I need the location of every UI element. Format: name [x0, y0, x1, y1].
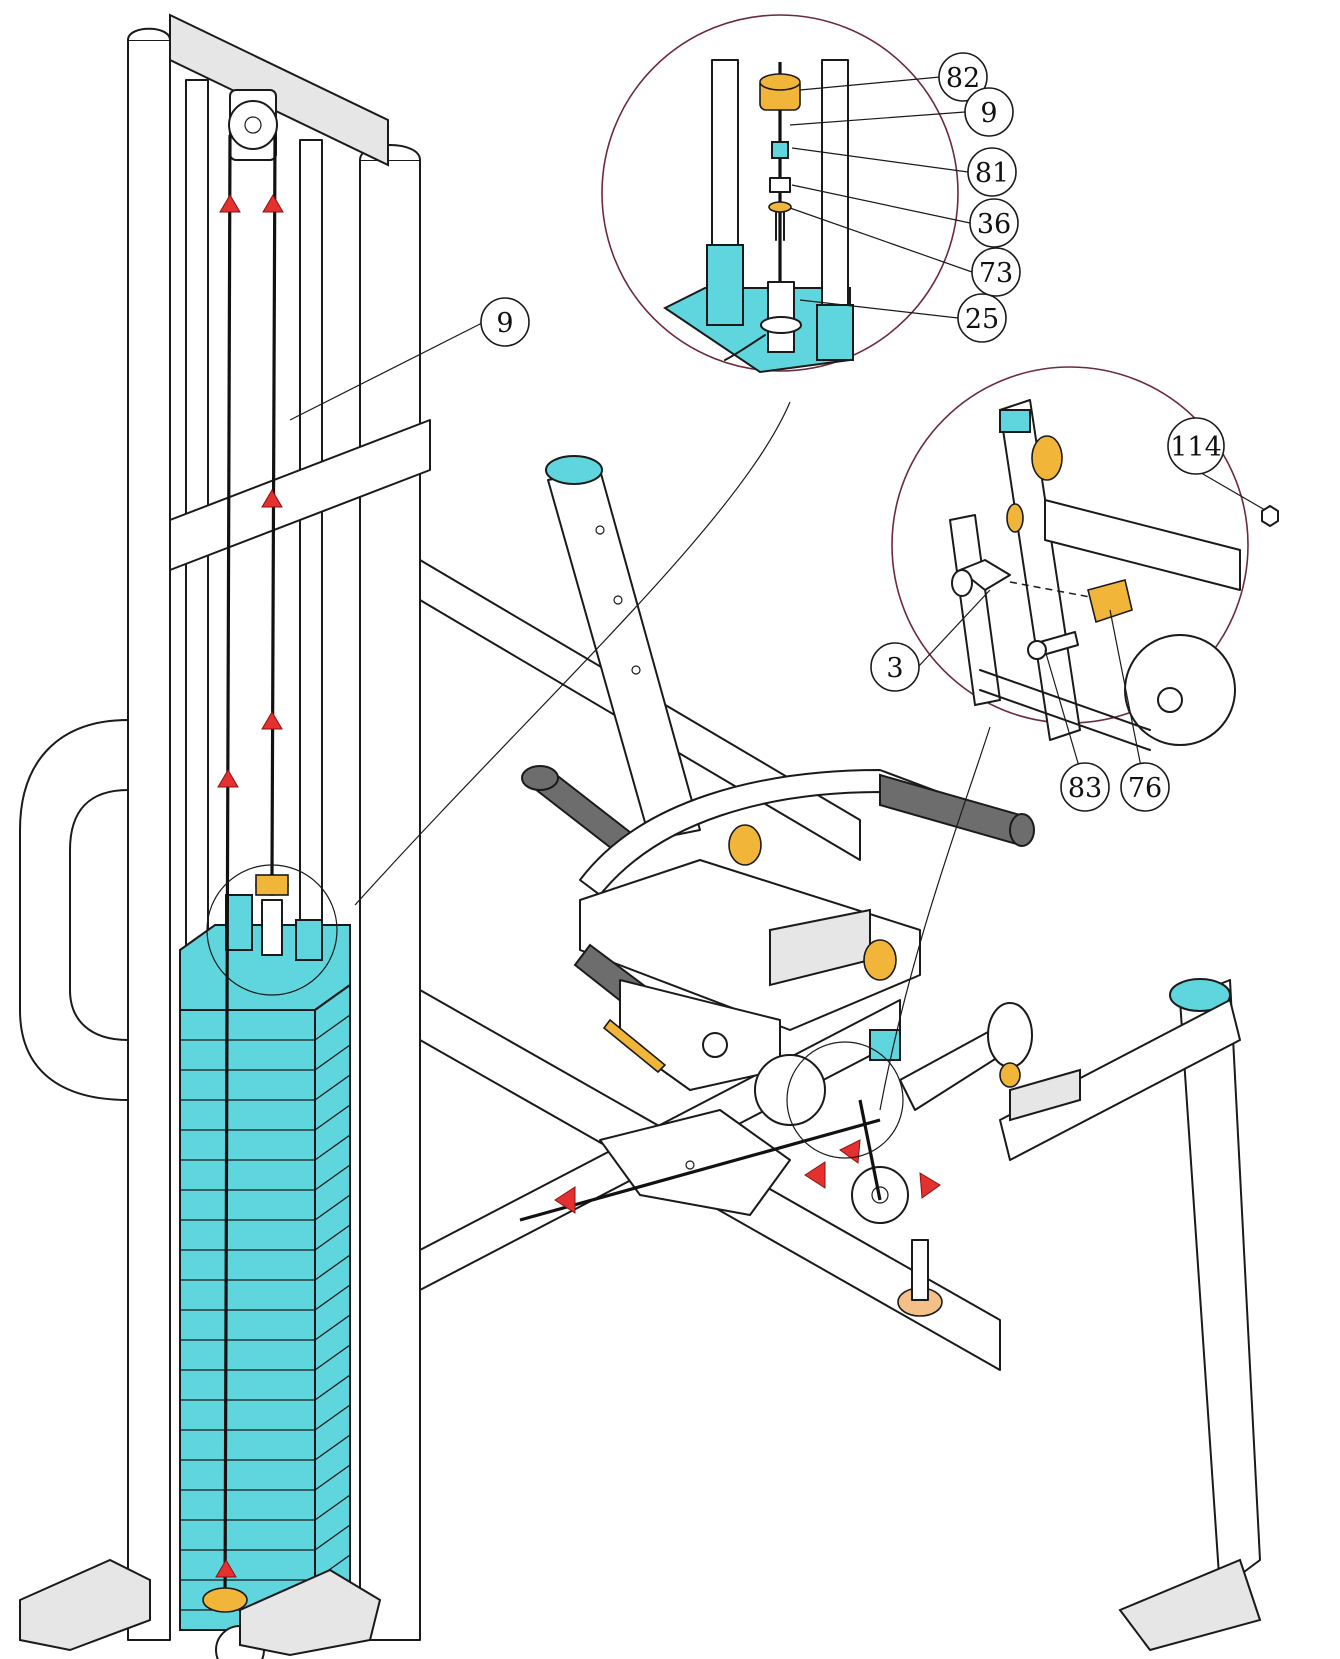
- callout-9-main: 9: [480, 297, 530, 347]
- svg-text:36: 36: [977, 209, 1011, 240]
- svg-text:82: 82: [946, 63, 980, 94]
- main-frame: [419, 455, 1262, 1652]
- svg-text:3: 3: [886, 653, 903, 684]
- svg-text:9: 9: [496, 308, 513, 339]
- leader-lines: [289, 76, 1266, 1111]
- svg-text:83: 83: [1068, 773, 1102, 804]
- callout-9-detail: 9: [964, 87, 1014, 137]
- svg-text:9: 9: [980, 98, 997, 129]
- callout-25: 25: [957, 293, 1007, 343]
- detail-view-cable-end: [601, 14, 959, 374]
- weight-plates: [179, 924, 351, 1632]
- callout-83: 83: [1060, 762, 1110, 812]
- svg-text:73: 73: [979, 258, 1013, 289]
- callout-81: 81: [967, 147, 1017, 197]
- svg-text:81: 81: [975, 158, 1009, 189]
- callout-82: 82: [938, 52, 988, 102]
- callout-73: 73: [971, 247, 1021, 297]
- callout-36: 36: [969, 198, 1019, 248]
- svg-text:114: 114: [1170, 432, 1222, 463]
- weight-stack-tower: [19, 13, 431, 1659]
- detail-view-clevis: [891, 366, 1279, 751]
- callout-76: 76: [1120, 762, 1170, 812]
- svg-text:25: 25: [965, 304, 999, 335]
- svg-text:76: 76: [1128, 773, 1162, 804]
- callout-3: 3: [870, 642, 920, 692]
- callout-114: 114: [1167, 417, 1225, 475]
